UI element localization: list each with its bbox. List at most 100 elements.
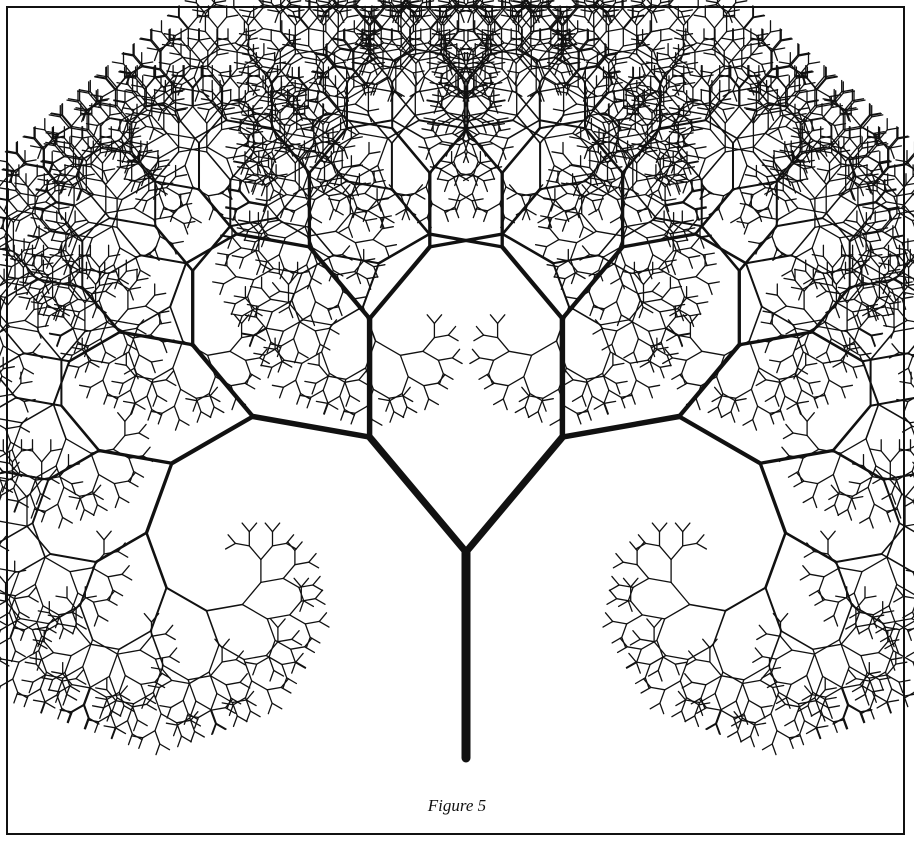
tree-branch	[390, 412, 394, 423]
tree-branch	[411, 187, 427, 196]
tree-branch	[240, 10, 251, 12]
tree-branch	[553, 109, 564, 111]
tree-branch	[213, 282, 224, 284]
tree-branch	[312, 278, 322, 284]
tree-branch	[152, 634, 166, 636]
tree-branch	[172, 680, 190, 683]
tree-branch	[207, 106, 222, 123]
tree-branch	[104, 394, 108, 405]
tree-branch	[683, 191, 692, 202]
tree-branch	[211, 694, 217, 711]
tree-branch	[12, 384, 21, 395]
tree-branch	[484, 179, 495, 181]
tree-branch	[188, 17, 197, 28]
tree-branch	[370, 437, 466, 552]
tree-branch	[91, 453, 99, 474]
tree-branch	[384, 43, 402, 46]
tree-branch	[355, 240, 373, 243]
tree-branch	[268, 235, 286, 238]
tree-branch	[108, 574, 122, 577]
tree-branch	[423, 351, 439, 360]
tree-branch	[41, 653, 53, 660]
tree-branch	[210, 407, 214, 418]
tree-branch	[237, 66, 255, 69]
tree-branch	[185, 1, 196, 3]
tree-branch	[118, 654, 126, 675]
tree-branch	[174, 389, 180, 406]
tree-branch	[53, 257, 62, 268]
tree-branch	[323, 373, 329, 390]
tree-branch	[166, 625, 173, 634]
tree-branch	[129, 734, 133, 745]
tree-branch	[660, 367, 664, 378]
tree-branch	[246, 662, 257, 664]
tree-branch	[15, 599, 20, 612]
tree-branch	[24, 402, 28, 413]
tree-branch	[245, 96, 257, 103]
tree-branch	[92, 568, 108, 577]
tree-branch	[135, 396, 147, 403]
tree-branch	[339, 227, 349, 233]
tree-branch	[678, 277, 696, 280]
tree-branch	[344, 148, 348, 159]
tree-branch	[480, 161, 491, 163]
tree-branch	[594, 404, 604, 410]
tree-branch	[653, 255, 665, 262]
tree-branch	[338, 292, 343, 305]
tree-branch	[249, 546, 261, 560]
tree-branch	[283, 578, 299, 587]
tree-branch	[19, 612, 29, 618]
tree-branch	[230, 351, 246, 360]
tree-branch	[261, 546, 273, 560]
tree-branch	[260, 358, 270, 364]
tree-branch	[141, 682, 155, 684]
tree-branch	[166, 371, 173, 380]
tree-branch	[603, 328, 617, 331]
tree-branch	[138, 720, 148, 726]
tree-branch	[502, 128, 540, 173]
tree-branch	[0, 648, 1, 659]
tree-branch	[8, 193, 20, 200]
tree-branch	[247, 128, 258, 130]
tree-branch	[67, 694, 77, 700]
tree-branch	[401, 32, 416, 49]
tree-branch	[46, 316, 50, 327]
tree-branch	[683, 202, 695, 209]
tree-branch	[230, 338, 242, 352]
tree-branch	[261, 162, 266, 175]
tree-branch	[317, 169, 321, 180]
tree-branch	[489, 374, 493, 385]
tree-branch	[381, 17, 390, 28]
tree-branch	[661, 299, 673, 306]
tree-branch	[125, 102, 134, 113]
tree-branch	[331, 307, 363, 325]
tree-branch	[294, 339, 299, 352]
tree-branch	[128, 306, 146, 309]
tree-branch	[689, 258, 693, 269]
tree-branch	[110, 113, 121, 115]
tree-branch	[143, 447, 150, 456]
tree-branch	[167, 64, 171, 75]
tree-branch	[118, 650, 141, 654]
tree-branch	[0, 598, 6, 601]
tree-branch	[573, 380, 587, 383]
tree-branch	[360, 154, 369, 165]
tree-branch	[586, 376, 604, 379]
tree-branch	[605, 401, 616, 403]
tree-branch	[602, 344, 612, 350]
tree-branch	[624, 352, 634, 358]
tree-branch	[647, 235, 665, 238]
tree-branch	[301, 124, 312, 126]
tree-branch	[311, 315, 315, 326]
tree-branch	[0, 659, 1, 666]
tree-branch	[227, 266, 236, 277]
tree-branch	[614, 103, 618, 114]
tree-branch	[0, 325, 23, 353]
tree-branch	[61, 328, 73, 335]
tree-branch	[303, 320, 331, 325]
tree-branch	[173, 99, 184, 101]
tree-branch	[222, 660, 236, 662]
tree-branch	[151, 588, 167, 631]
tree-branch	[51, 554, 96, 562]
tree-branch	[24, 243, 30, 260]
